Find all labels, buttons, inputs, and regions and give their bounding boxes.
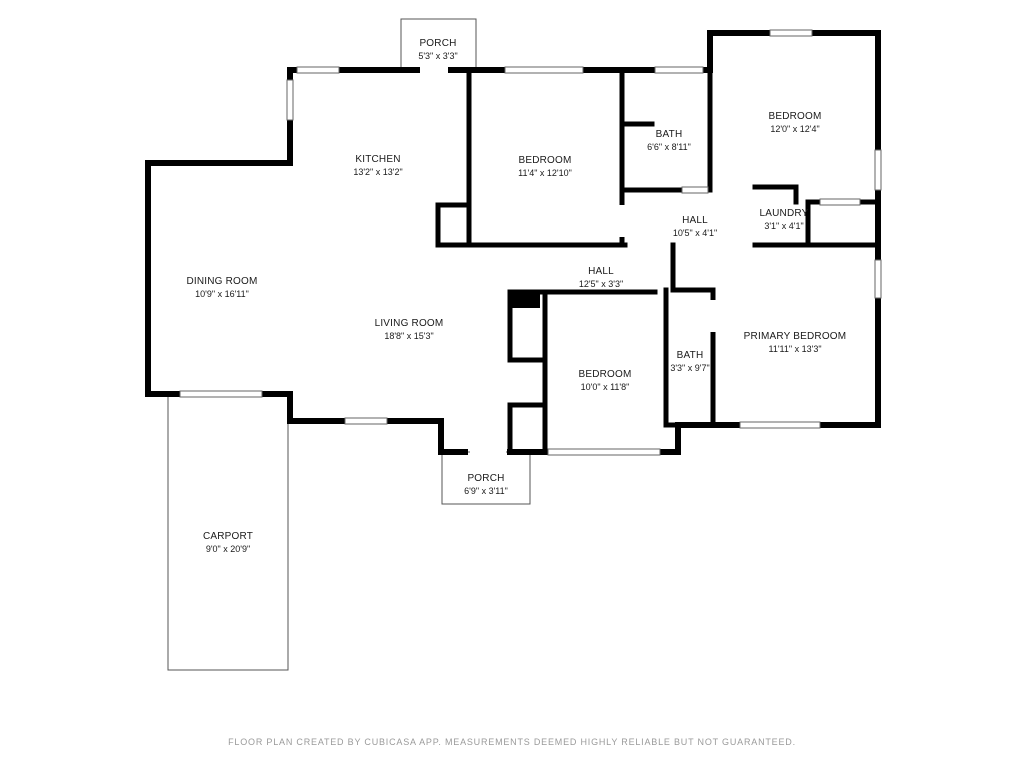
hall-lower-dim: 12'5" x 3'3" [578, 279, 624, 289]
kitchen-dim: 13'2" x 13'2" [353, 167, 403, 177]
laundry-dim: 3'1" x 4'1" [764, 221, 804, 231]
bath-lower-name: BATH [676, 350, 704, 361]
kitchen-name: KITCHEN [355, 154, 401, 165]
hall-upper-dim: 10'5" x 4'1" [672, 228, 718, 238]
bath-lower-dim: 3'3" x 9'7" [670, 363, 710, 373]
dining-dim: 10'9" x 16'11" [195, 289, 249, 299]
living-name: LIVING ROOM [374, 318, 444, 329]
living-dim: 18'8" x 15'3" [384, 331, 434, 341]
primary-bedroom-dim: 11'11" x 13'3" [768, 344, 822, 354]
disclaimer-footer: FLOOR PLAN CREATED BY CUBICASA APP. MEAS… [228, 737, 796, 747]
carport-name: CARPORT [202, 531, 254, 542]
dining-name: DINING ROOM [186, 276, 258, 287]
bedroom-sw-dim: 10'0" x 11'8" [580, 382, 630, 392]
carport-dim: 9'0" x 20'9" [205, 544, 251, 554]
porch-top-name: PORCH [419, 38, 457, 49]
bedroom-mid-dim: 11'4" x 12'10" [518, 168, 572, 178]
primary-bedroom-name: PRIMARY BEDROOM [743, 331, 847, 342]
doorways [420, 66, 750, 456]
porch-bottom-name: PORCH [467, 473, 505, 484]
bath-top-dim: 6'6" x 8'11" [647, 142, 691, 152]
hall-lower-name: HALL [588, 266, 614, 277]
bath-top-name: BATH [655, 129, 683, 140]
porch-bottom-dim: 6'9" x 3'11" [464, 486, 508, 496]
hall-upper-name: HALL [682, 215, 708, 226]
bedroom-sw-name: BEDROOM [578, 369, 632, 380]
porch-top-dim: 5'3" x 3'3" [418, 51, 458, 61]
bedroom-ne-dim: 12'0" x 12'4" [770, 124, 820, 134]
windows [179, 29, 882, 456]
laundry-name: LAUNDRY [759, 208, 809, 219]
bedroom-mid-name: BEDROOM [518, 155, 572, 166]
bedroom-ne-name: BEDROOM [768, 111, 822, 122]
closet-column [508, 292, 540, 308]
